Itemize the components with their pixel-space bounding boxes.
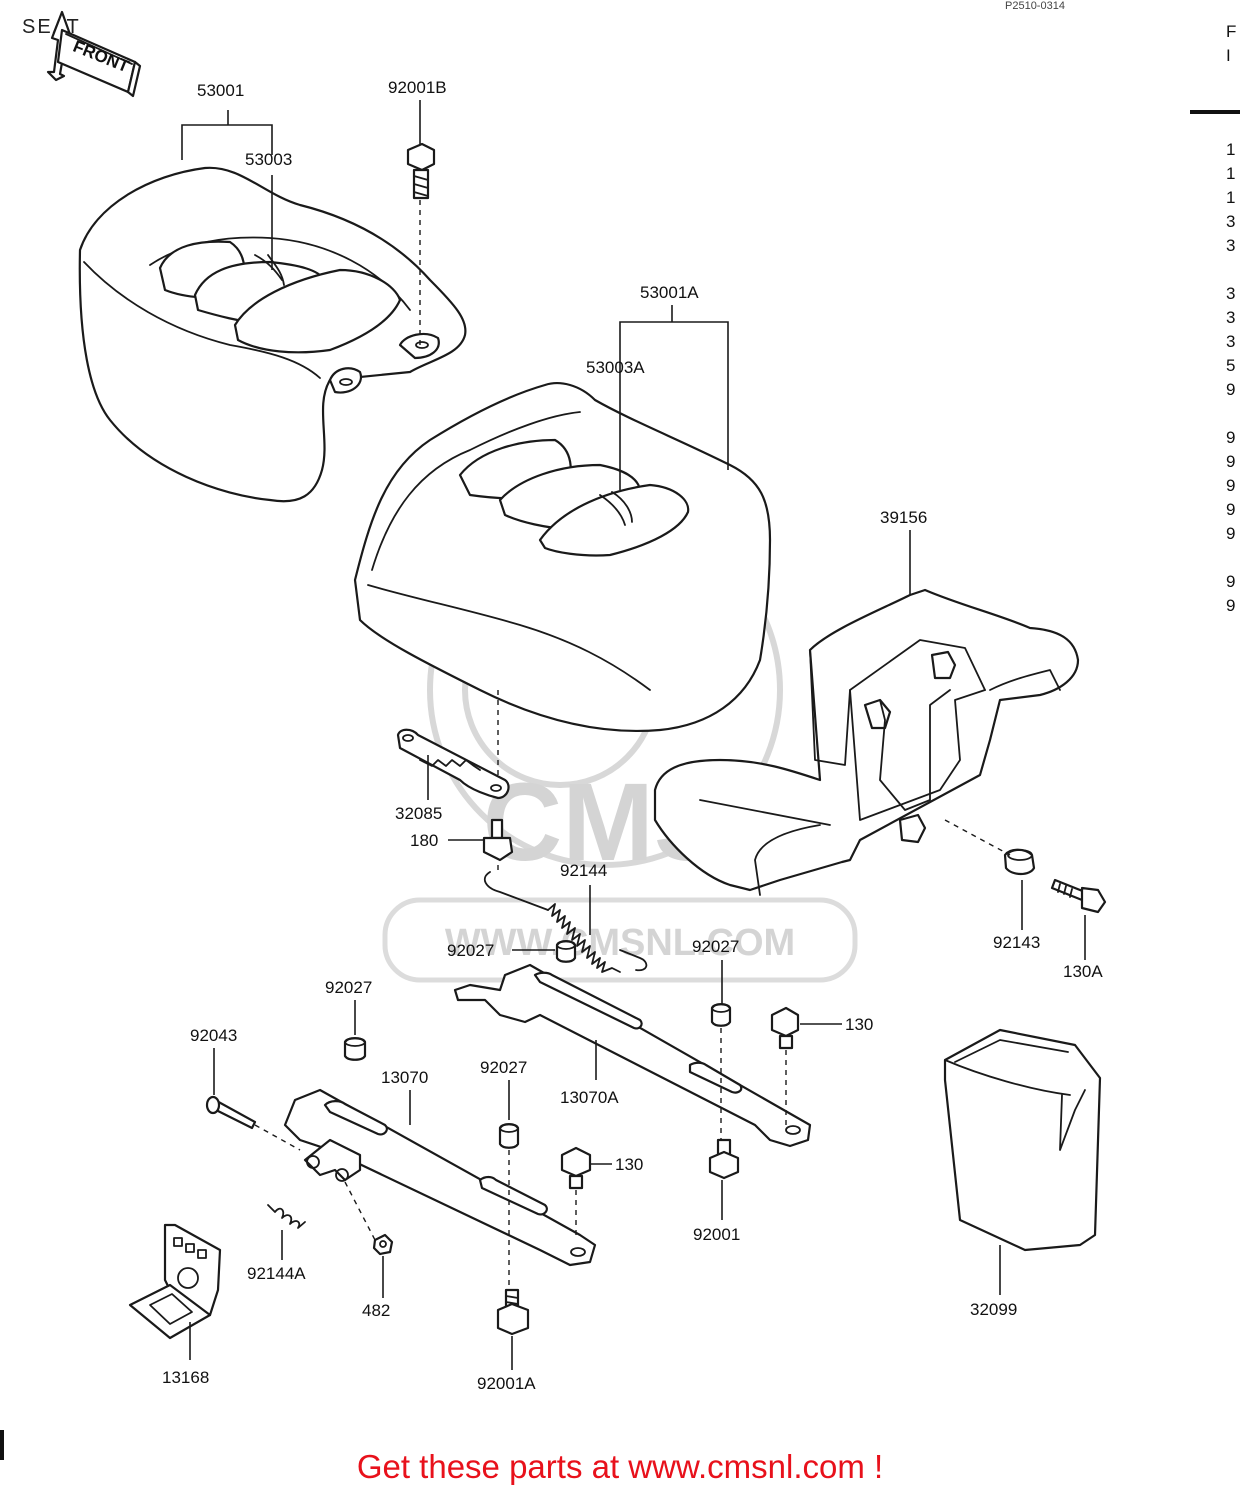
- spring-92144-icon: [483, 871, 648, 973]
- edge-mark: 9: [1226, 452, 1236, 471]
- label-92027-right: 92027: [692, 937, 739, 956]
- label-92143: 92143: [993, 933, 1040, 952]
- bracket-13168: [128, 1223, 222, 1340]
- label-92027-spring: 92027: [447, 941, 494, 960]
- label-92144A: 92144A: [247, 1264, 306, 1283]
- front-arrow-icon: FRONT: [46, 10, 142, 98]
- bracket-13070: [283, 1088, 597, 1267]
- collar-92027c-icon: [710, 1003, 732, 1027]
- collar-92143-icon: [1003, 848, 1036, 876]
- strap-32085: [396, 728, 510, 800]
- edge-mark: 1: [1226, 188, 1236, 207]
- pin-92043-icon: [205, 1095, 257, 1130]
- bolt-92001-icon: [708, 1138, 740, 1180]
- collar-92027d-icon: [498, 1123, 520, 1149]
- bolt-130a-icon: [770, 1006, 800, 1050]
- edge-mark: 3: [1226, 308, 1236, 327]
- label-92144: 92144: [560, 861, 607, 880]
- label-32085: 32085: [395, 804, 442, 823]
- label-39156: 39156: [880, 508, 927, 527]
- label-13070A: 13070A: [560, 1088, 619, 1107]
- edge-mark: 9: [1226, 500, 1236, 519]
- label-53001A: 53001A: [640, 283, 699, 302]
- edge-mark: 1: [1226, 164, 1236, 183]
- promo-link-text[interactable]: Get these parts at www.cmsnl.com !: [356, 1448, 884, 1485]
- edge-mark: 9: [1226, 524, 1236, 543]
- box-32099: [943, 1028, 1102, 1252]
- bolt-92001A-icon: [496, 1288, 530, 1336]
- nut-482-icon: [372, 1233, 394, 1256]
- edge-mark: F: [1226, 22, 1237, 41]
- label-92043: 92043: [190, 1026, 237, 1045]
- label-53001: 53001: [197, 81, 244, 100]
- edge-mark: 1: [1226, 140, 1236, 159]
- edge-mark: 9: [1226, 428, 1236, 447]
- reference-code: P2510-0314: [1005, 0, 1065, 12]
- label-180: 180: [410, 831, 438, 850]
- label-13168: 13168: [162, 1368, 209, 1387]
- label-92027-left: 92027: [325, 978, 372, 997]
- edge-mark: 3: [1226, 332, 1236, 351]
- collar-92027b-icon: [343, 1037, 367, 1061]
- bolt-130A-icon: [1050, 878, 1107, 914]
- label-13070: 13070: [381, 1068, 428, 1087]
- collar-92027a-icon: [555, 940, 577, 963]
- edge-mark: 3: [1226, 284, 1236, 303]
- label-53003A: 53003A: [586, 358, 645, 377]
- label-32099: 32099: [970, 1300, 1017, 1319]
- part-labels: 53001 92001B 53003 53001A 53003A 39156 3…: [162, 78, 1103, 1393]
- cut-off-parts-list: F I 1 1 1 3 3 3 3 3 5 9 9 9 9 9 9 9 9: [1226, 20, 1240, 618]
- label-482: 482: [362, 1301, 390, 1320]
- label-130-upper: 130: [845, 1015, 873, 1034]
- bolt-92001B-icon: [406, 142, 436, 200]
- leader-lines: [181, 100, 1086, 1370]
- edge-mark: 3: [1226, 236, 1236, 255]
- edge-mark: I: [1226, 46, 1231, 65]
- edge-mark: 9: [1226, 596, 1236, 615]
- label-92027-center: 92027: [480, 1058, 527, 1077]
- seat-53001: [78, 166, 467, 503]
- label-130A: 130A: [1063, 962, 1103, 981]
- label-92001A: 92001A: [477, 1374, 536, 1393]
- label-92001B: 92001B: [388, 78, 447, 97]
- watermark-url-text: WWW.CMSNL.COM: [445, 922, 795, 964]
- bolt-180-icon: [482, 818, 514, 862]
- label-53003: 53003: [245, 150, 292, 169]
- edge-mark: 9: [1226, 380, 1236, 399]
- left-edge-mark: [0, 1430, 4, 1460]
- seat-53001A: [353, 382, 772, 733]
- spring-92144A-icon: [267, 1204, 306, 1229]
- label-92001: 92001: [693, 1225, 740, 1244]
- edge-mark: 5: [1226, 356, 1236, 375]
- edge-mark: 9: [1226, 572, 1236, 591]
- edge-mark: 9: [1226, 476, 1236, 495]
- backrest-39156: [653, 588, 1080, 896]
- edge-mark: 3: [1226, 212, 1236, 231]
- bolt-130b-icon: [560, 1146, 592, 1190]
- label-130-lower: 130: [615, 1155, 643, 1174]
